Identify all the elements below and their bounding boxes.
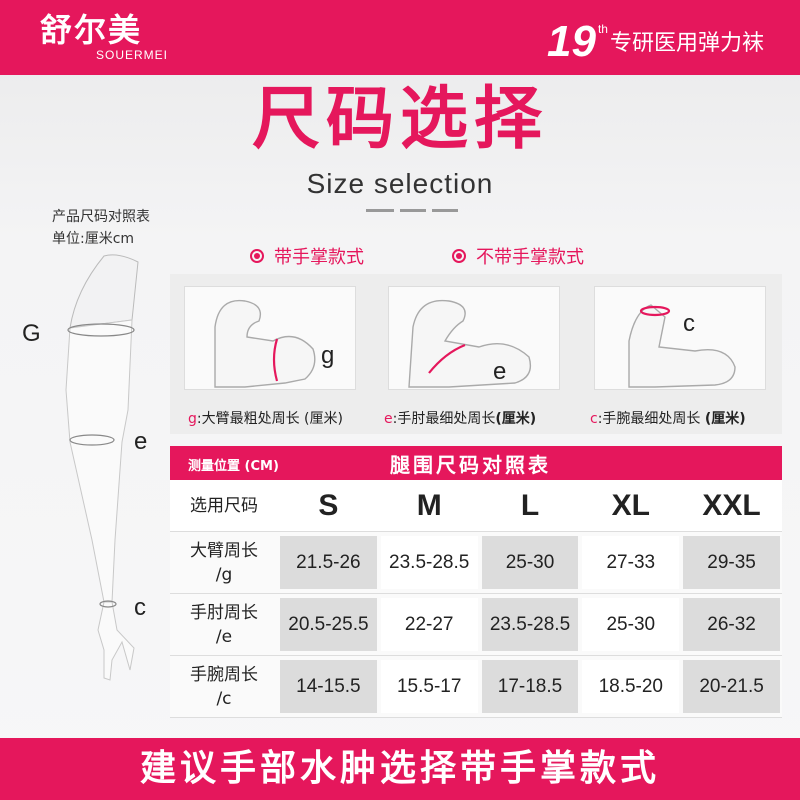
brand-name-cn: 舒尔美 xyxy=(40,11,143,49)
caption-upper-arm: g:大臂最粗处周长 (厘米) xyxy=(188,411,343,427)
option-without-palm-label: 不带手掌款式 xyxy=(476,247,584,268)
diagram-letter-e: e xyxy=(493,358,506,385)
table-row: 手腕周长/c 14-15.5 15.5-17 17-18.5 18.5-20 2… xyxy=(170,656,782,718)
size-m: M xyxy=(416,488,442,522)
brand-header: 舒尔美 SOUERMEI 19 th 专研医用弹力袜 xyxy=(0,0,800,75)
row-label: 大臂周长/g xyxy=(190,540,258,585)
info-line-1: 产品尺码对照表 xyxy=(52,209,150,225)
table-cell: 14-15.5 xyxy=(280,660,377,713)
info-line-2: 单位:厘米cm xyxy=(52,231,135,247)
size-info: 产品尺码对照表 单位:厘米cm xyxy=(52,206,150,250)
fist-arm-icon: c xyxy=(628,304,736,388)
size-xxl: XXL xyxy=(702,488,761,522)
e-measure-ring xyxy=(69,434,115,446)
table-cell: 29-35 xyxy=(683,536,780,589)
brand-logo: 舒尔美 SOUERMEI xyxy=(40,10,190,62)
table-row: 手肘周长/e 20.5-25.5 22-27 23.5-28.5 25-30 2… xyxy=(170,594,782,656)
size-l: L xyxy=(520,488,540,522)
tagline-superscript: th xyxy=(597,22,608,36)
c-measure-ring xyxy=(99,600,117,608)
recommendation-banner: 建议手部水肿选择带手掌款式 xyxy=(0,738,800,800)
table-cell: 15.5-17 xyxy=(380,660,478,713)
table-cell: 18.5-20 xyxy=(582,660,680,713)
diagram-letter-c: c xyxy=(683,310,695,337)
diagram-letter-g: g xyxy=(321,342,334,369)
diagram-upper-arm: g xyxy=(184,286,356,390)
bent-arm-icon: e xyxy=(408,299,532,388)
title-divider xyxy=(366,209,458,213)
size-chart-table: 测量位置 (CM) 腿围尺码对照表 选用尺码 S M L XL XXL 大臂周长… xyxy=(170,446,782,718)
g-measure-ring xyxy=(67,323,135,337)
diagram-elbow: e xyxy=(388,286,560,390)
size-s: S xyxy=(318,488,339,522)
measurement-diagrams: g e c g:大臂最粗处周长 (厘米) e:手肘最细处周长(厘米) c:手腕最… xyxy=(170,274,782,434)
table-cell: 17-18.5 xyxy=(481,660,579,713)
table-cell: 26-32 xyxy=(683,598,780,651)
caption-elbow: e:手肘最细处周长(厘米) xyxy=(384,411,537,427)
tagline-text: 专研医用弹力袜 xyxy=(609,31,764,56)
row-label: 手肘周长/e xyxy=(190,602,258,647)
table-cell: 23.5-28.5 xyxy=(481,598,579,651)
arm-label-g: G xyxy=(22,320,41,347)
size-header-label: 选用尺码 xyxy=(190,495,258,516)
caption-wrist: c:手腕最细处周长 (厘米) xyxy=(590,411,746,427)
option-without-palm: 不带手掌款式 xyxy=(452,243,584,269)
table-cell: 20-21.5 xyxy=(683,660,780,713)
table-cell: 23.5-28.5 xyxy=(380,536,478,589)
position-label: 测量位置 (CM) xyxy=(188,459,279,474)
radio-dot-icon xyxy=(250,249,264,263)
tagline-number: 19 xyxy=(547,17,596,66)
table-cell: 27-33 xyxy=(582,536,680,589)
arm-sleeve-illustration xyxy=(65,254,139,681)
page-title: 尺码选择 xyxy=(251,80,548,159)
page-subtitle: Size selection xyxy=(306,168,494,199)
table-cell: 25-30 xyxy=(582,598,680,651)
arm-label-c: c xyxy=(134,594,146,621)
table-row: 大臂周长/g 21.5-26 23.5-28.5 25-30 27-33 29-… xyxy=(170,532,782,594)
flexed-arm-icon: g xyxy=(214,299,334,388)
table-title: 腿围尺码对照表 xyxy=(390,453,551,477)
size-xl: XL xyxy=(611,488,650,522)
tagline: 19 th 专研医用弹力袜 xyxy=(547,14,764,64)
table-cell: 20.5-25.5 xyxy=(280,598,377,651)
row-label: 手腕周长/c xyxy=(190,664,258,709)
c-measure-ring xyxy=(639,305,671,317)
size-header-row: 选用尺码 S M L XL XXL xyxy=(170,480,782,532)
table-cell: 25-30 xyxy=(481,536,579,589)
table-cell: 22-27 xyxy=(380,598,478,651)
g-measure-line xyxy=(272,338,279,382)
brand-name-en: SOUERMEI xyxy=(96,48,169,62)
radio-dot-icon xyxy=(452,249,466,263)
arm-label-e: e xyxy=(134,428,148,455)
diagram-wrist: c xyxy=(594,286,766,390)
option-with-palm-label: 带手掌款式 xyxy=(274,247,364,268)
e-measure-line xyxy=(428,343,466,374)
table-cell: 21.5-26 xyxy=(280,536,377,589)
option-with-palm: 带手掌款式 xyxy=(250,243,364,269)
table-header-bar: 测量位置 (CM) 腿围尺码对照表 xyxy=(170,446,782,480)
